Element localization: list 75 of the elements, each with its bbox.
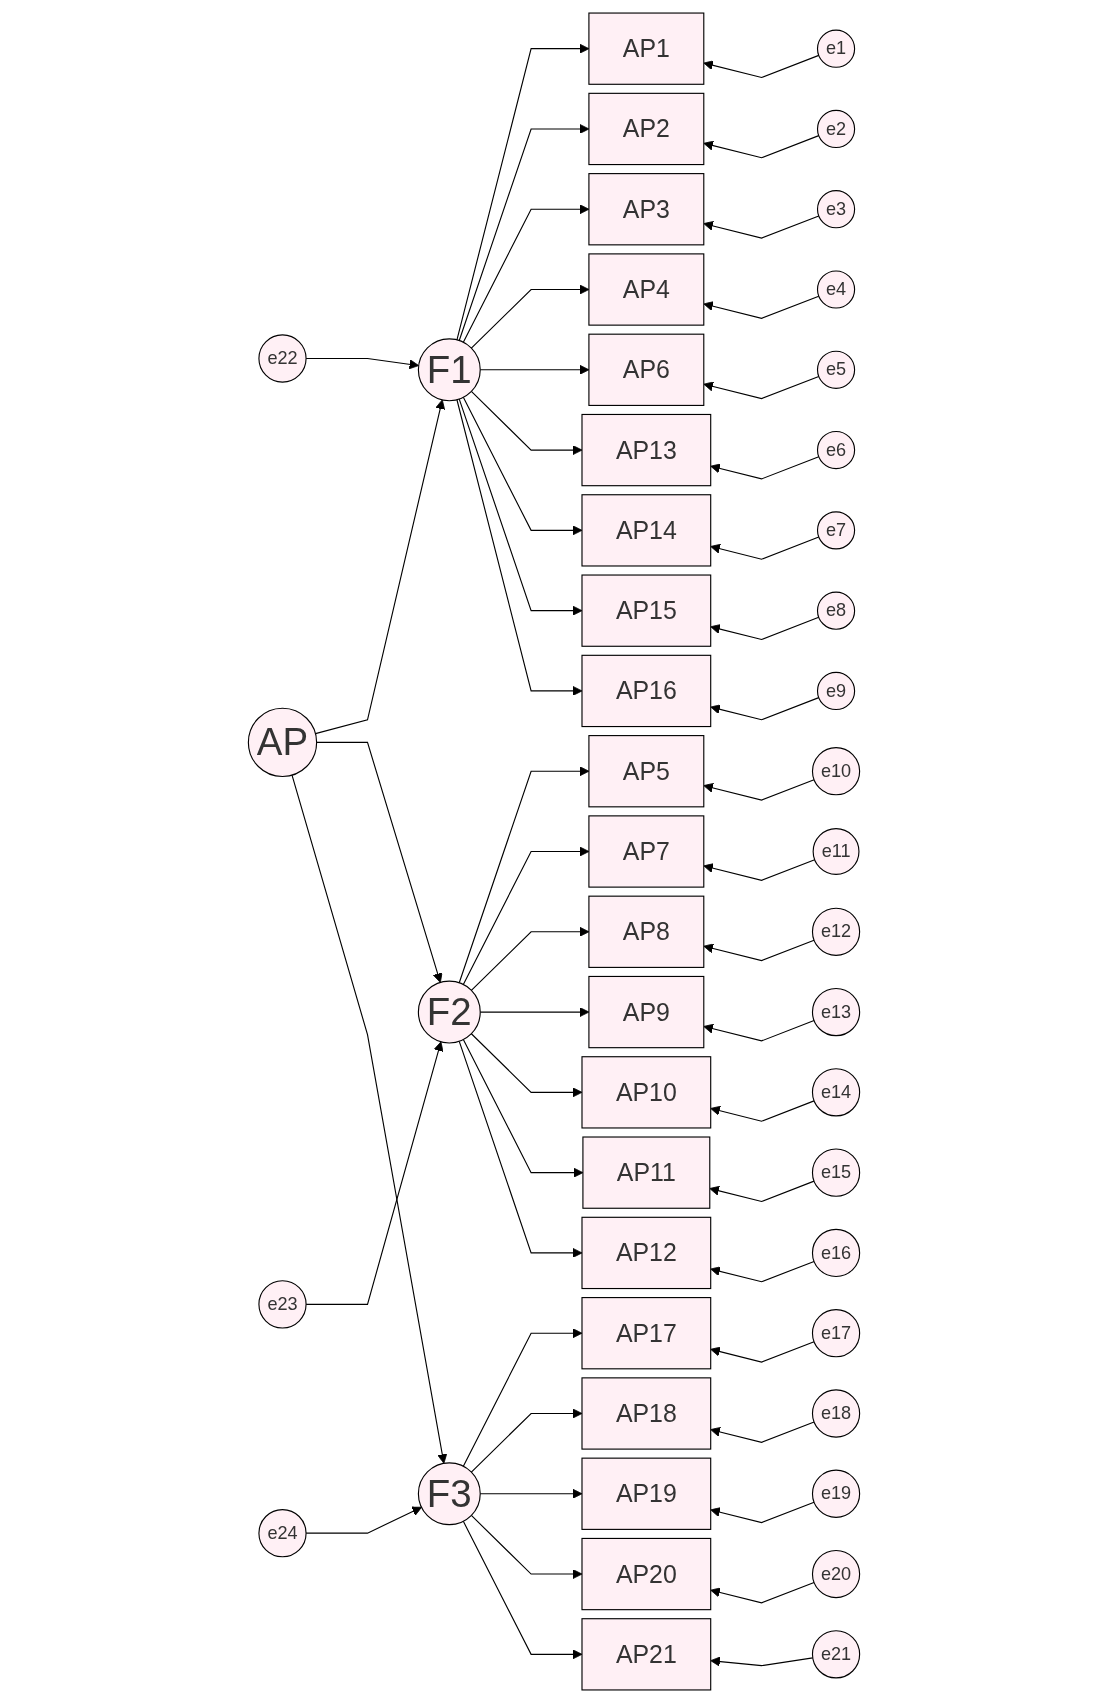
node-circle: AP — [247, 707, 317, 778]
arrow — [479, 1488, 582, 1499]
arrow — [458, 766, 589, 984]
arrow — [458, 398, 582, 616]
arrow — [470, 284, 589, 349]
node-box: AP8 — [587, 895, 704, 968]
arrow — [462, 1039, 583, 1178]
node-box: AP6 — [587, 333, 704, 406]
node-box: AP19 — [580, 1457, 711, 1530]
node-circle: e13 — [811, 987, 860, 1037]
arrow — [314, 399, 445, 735]
node-circle: e23 — [257, 1280, 307, 1329]
node-box: AP18 — [580, 1377, 711, 1450]
arrow — [479, 1007, 589, 1018]
node-circle: e24 — [257, 1509, 307, 1558]
arrow — [455, 399, 582, 696]
node-box: AP7 — [587, 815, 704, 888]
arrow — [458, 1040, 582, 1258]
node-box: AP15 — [580, 574, 711, 647]
node-circle: e15 — [811, 1148, 860, 1197]
node-circle: e14 — [811, 1068, 860, 1117]
node-circle: e8 — [816, 591, 855, 630]
arrow — [455, 43, 589, 341]
node-circle: e22 — [257, 334, 307, 383]
arrow — [462, 1328, 582, 1467]
node-circle: e3 — [816, 190, 855, 229]
arrow — [458, 123, 589, 342]
node-box: AP16 — [580, 654, 711, 728]
node-circle: e10 — [811, 747, 860, 796]
arrow — [305, 357, 419, 370]
arrow — [470, 1408, 582, 1473]
node-circle: e4 — [816, 270, 855, 309]
node-box: AP11 — [581, 1136, 710, 1209]
node-circle: e1 — [816, 29, 855, 68]
arrow — [470, 390, 582, 456]
node-box: AP10 — [580, 1056, 711, 1129]
node-circle: e18 — [811, 1389, 860, 1438]
arrow — [290, 774, 447, 1464]
node-circle: e21 — [811, 1630, 860, 1679]
arrow — [470, 1033, 582, 1098]
node-box: AP17 — [580, 1297, 711, 1370]
arrow — [470, 926, 589, 991]
node-box: AP1 — [587, 12, 704, 85]
node-box: AP3 — [587, 173, 704, 246]
node-box: AP21 — [580, 1618, 711, 1691]
arrow — [305, 1041, 443, 1305]
arrow — [462, 396, 582, 536]
node-box: AP5 — [587, 735, 704, 808]
node-circle: F2 — [417, 980, 481, 1044]
node-circle: e16 — [811, 1228, 860, 1278]
node-circle: e2 — [816, 109, 855, 149]
node-circle: F1 — [417, 338, 481, 402]
node-circle: e7 — [816, 511, 855, 550]
node-circle: e17 — [811, 1309, 860, 1358]
node-box: AP9 — [587, 975, 704, 1049]
node-circle: e20 — [811, 1549, 860, 1599]
node-circle: e19 — [811, 1469, 860, 1518]
node-box: AP12 — [580, 1216, 711, 1290]
node-circle: e6 — [816, 430, 855, 470]
node-box: AP4 — [587, 253, 704, 326]
node-circle: e5 — [816, 350, 855, 389]
node-box: AP20 — [580, 1537, 711, 1611]
node-box: AP13 — [580, 413, 711, 487]
node-box: AP2 — [587, 92, 704, 166]
node-circle: e11 — [812, 828, 860, 875]
arrow — [462, 204, 589, 343]
arrow — [305, 1506, 422, 1534]
arrow — [470, 1514, 582, 1580]
node-circle: F3 — [417, 1462, 481, 1526]
node-circle: e9 — [816, 671, 855, 711]
node-box: AP14 — [580, 494, 711, 567]
arrow — [479, 364, 589, 375]
arrow — [462, 1520, 582, 1660]
arrow — [462, 846, 589, 986]
node-circle: e12 — [811, 907, 860, 956]
